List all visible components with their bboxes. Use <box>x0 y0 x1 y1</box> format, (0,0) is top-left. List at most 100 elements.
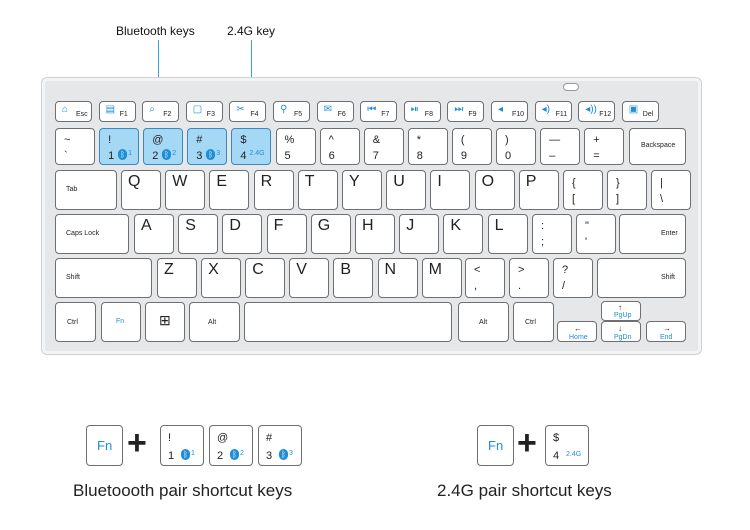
number-key-–[interactable]: —– <box>540 128 581 165</box>
key-top-label: : <box>541 220 545 232</box>
letter-key-t[interactable]: T <box>297 170 338 210</box>
key-fn-label: 1 <box>191 450 195 457</box>
key-label: V <box>296 261 307 278</box>
backspace-key[interactable]: Backspace <box>629 128 686 165</box>
fn-key-esc[interactable]: ⌂Esc <box>55 101 92 122</box>
right-shift-key[interactable]: Shift <box>597 258 686 298</box>
callout-24g-key: 2.4G key <box>227 24 276 38</box>
key-label: End <box>660 334 673 341</box>
fn-key-f5[interactable]: ⚲F5 <box>273 101 310 122</box>
letter-key-r[interactable]: R <box>253 170 294 210</box>
fn-key-del[interactable]: ▣Del <box>621 101 659 122</box>
letter-key-z[interactable]: Z <box>157 258 197 298</box>
punct-key[interactable]: "' <box>576 214 616 254</box>
number-key-`[interactable]: ~` <box>55 128 95 165</box>
right-alt-key[interactable]: Alt <box>458 302 509 342</box>
arrow-up-icon: ↑ <box>618 303 622 312</box>
fn-key-f10[interactable]: ◂F10 <box>491 101 528 122</box>
fn-key-label: F8 <box>424 111 433 118</box>
number-key-7[interactable]: &7 <box>363 128 404 165</box>
punct-key[interactable]: ?/ <box>553 258 593 298</box>
bracket-key[interactable]: {[ <box>563 170 603 210</box>
tab-key[interactable]: Tab <box>55 170 117 210</box>
letter-key-o[interactable]: O <box>474 170 515 210</box>
punct-key[interactable]: >. <box>509 258 549 298</box>
letter-key-j[interactable]: J <box>399 214 440 254</box>
number-key-6[interactable]: ^6 <box>319 128 360 165</box>
key-bottom-label: , <box>474 280 478 292</box>
letter-key-f[interactable]: F <box>266 214 307 254</box>
number-key-0[interactable]: )0 <box>496 128 536 165</box>
bluetooth-icon: ᛒ <box>206 149 216 160</box>
punct-key[interactable]: <, <box>465 258 505 298</box>
letter-key-c[interactable]: C <box>245 258 286 298</box>
space-bar[interactable] <box>244 302 452 342</box>
bracket-key[interactable]: |\ <box>651 170 691 210</box>
pgup-key[interactable]: ↑PgUp <box>601 301 641 321</box>
fn-key[interactable]: Fn <box>101 302 141 342</box>
key-top-label: * <box>416 134 422 146</box>
key-bottom-label: 7 <box>372 150 379 162</box>
fn-key-f9[interactable]: ⏭F9 <box>447 101 485 122</box>
fn-key-f1[interactable]: ▤F1 <box>98 101 136 122</box>
fn-key-f3[interactable]: ▢F3 <box>185 101 223 122</box>
letter-key-n[interactable]: N <box>377 258 418 298</box>
fn-key-f11[interactable]: ◂)F11 <box>534 101 572 122</box>
letter-key-s[interactable]: S <box>178 214 219 254</box>
left-ctrl-key[interactable]: Ctrl <box>55 302 96 342</box>
lock-icon: ▣ <box>628 104 639 115</box>
letter-key-u[interactable]: U <box>386 170 427 210</box>
letter-key-k[interactable]: K <box>443 214 484 254</box>
number-key-9[interactable]: (9 <box>451 128 492 165</box>
left-shift-key[interactable]: Shift <box>55 258 152 298</box>
letter-key-x[interactable]: X <box>201 258 242 298</box>
key-label: W <box>172 173 188 190</box>
home-key[interactable]: ←Home <box>557 321 597 342</box>
number-key-=[interactable]: += <box>584 128 625 165</box>
key-label: PgDn <box>614 334 632 341</box>
letter-key-y[interactable]: Y <box>342 170 382 210</box>
letter-key-q[interactable]: Q <box>121 170 161 210</box>
number-key-8[interactable]: *8 <box>407 128 448 165</box>
number-key-5[interactable]: %5 <box>275 128 316 165</box>
enter-key[interactable]: Enter <box>619 214 686 254</box>
end-key[interactable]: →End <box>646 321 686 342</box>
letter-key-i[interactable]: I <box>430 170 471 210</box>
bracket-key[interactable]: }] <box>607 170 647 210</box>
letter-key-l[interactable]: L <box>487 214 528 254</box>
letter-key-a[interactable]: A <box>134 214 174 254</box>
fn-key-f2[interactable]: ⌕F2 <box>142 101 180 122</box>
windows-key[interactable]: ⊞ <box>145 302 185 342</box>
letter-key-v[interactable]: V <box>289 258 330 298</box>
letter-key-d[interactable]: D <box>222 214 263 254</box>
letter-key-h[interactable]: H <box>355 214 395 254</box>
key-label: Q <box>128 173 141 190</box>
fn-key-f8[interactable]: ⏯F8 <box>403 101 441 122</box>
pgdn-key[interactable]: ↓PgDn <box>601 321 641 342</box>
punct-key[interactable]: :; <box>532 214 572 254</box>
letter-key-w[interactable]: W <box>165 170 206 210</box>
next-track-icon: ⏭ <box>454 104 464 115</box>
caps-lock-key[interactable]: Caps Lock <box>55 214 129 254</box>
letter-key-b[interactable]: B <box>333 258 374 298</box>
arrow-down-icon: ↓ <box>618 324 622 333</box>
fn-key-f12[interactable]: ◂))F12 <box>578 101 616 122</box>
right-ctrl-key[interactable]: Ctrl <box>513 302 554 342</box>
letter-key-e[interactable]: E <box>209 170 250 210</box>
letter-key-m[interactable]: M <box>421 258 462 298</box>
letter-key-p[interactable]: P <box>518 170 559 210</box>
fn-key-f4[interactable]: ✂F4 <box>229 101 267 122</box>
key-top-label: ! <box>108 134 112 146</box>
letter-key-g[interactable]: G <box>310 214 351 254</box>
key-bottom-label: 1 <box>168 450 175 462</box>
search-file-icon: ⌕ <box>149 104 155 115</box>
key-fn-label: 3 <box>289 450 293 457</box>
fn-key-f6[interactable]: ✉F6 <box>316 101 354 122</box>
fn-key-f7[interactable]: ⏮F7 <box>360 101 398 122</box>
left-alt-key[interactable]: Alt <box>189 302 240 342</box>
